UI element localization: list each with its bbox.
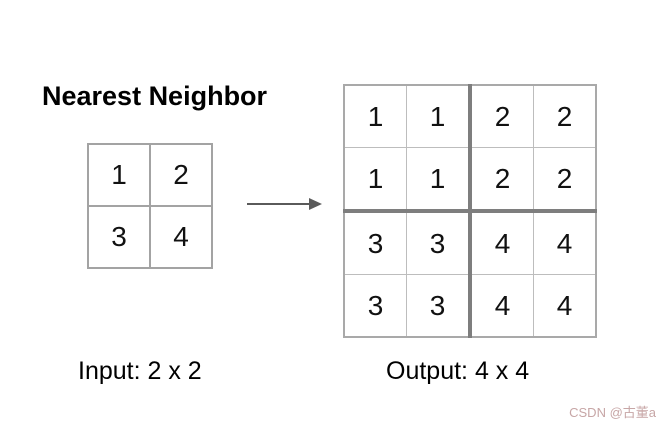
output-grid-cell: 4 (533, 274, 597, 338)
output-grid-cell: 1 (406, 84, 472, 148)
input-grid: 1 2 3 4 (87, 143, 213, 269)
input-size-caption: Input: 2 x 2 (78, 357, 202, 385)
output-grid-cell: 1 (343, 84, 407, 148)
output-grid-cell: 4 (469, 274, 534, 338)
diagram-title: Nearest Neighbor (42, 81, 268, 111)
transform-arrow-line (247, 203, 311, 205)
output-grid-cell: 2 (469, 147, 534, 213)
input-grid-cell: 2 (149, 143, 213, 207)
input-grid-cell: 4 (149, 205, 213, 269)
output-grid-cell: 4 (469, 210, 534, 275)
right-arrow-icon (309, 198, 322, 210)
output-size-caption: Output: 4 x 4 (386, 357, 530, 385)
output-grid-cell: 3 (343, 274, 407, 338)
output-grid-cell: 2 (469, 84, 534, 148)
input-grid-cell: 1 (87, 143, 151, 207)
csdn-watermark: CSDN @古董a (569, 405, 656, 420)
output-grid-cell: 2 (533, 147, 597, 213)
output-grid-cell: 1 (406, 147, 472, 213)
output-grid-cell: 2 (533, 84, 597, 148)
output-grid-cell: 1 (343, 147, 407, 213)
output-grid-cell: 3 (406, 274, 472, 338)
output-grid-cell: 4 (533, 210, 597, 275)
output-grid-cell: 3 (406, 210, 472, 275)
input-grid-cell: 3 (87, 205, 151, 269)
output-grid-cell: 3 (343, 210, 407, 275)
output-grid: 1 1 2 2 1 1 2 2 3 3 4 4 3 3 4 4 (343, 84, 597, 338)
